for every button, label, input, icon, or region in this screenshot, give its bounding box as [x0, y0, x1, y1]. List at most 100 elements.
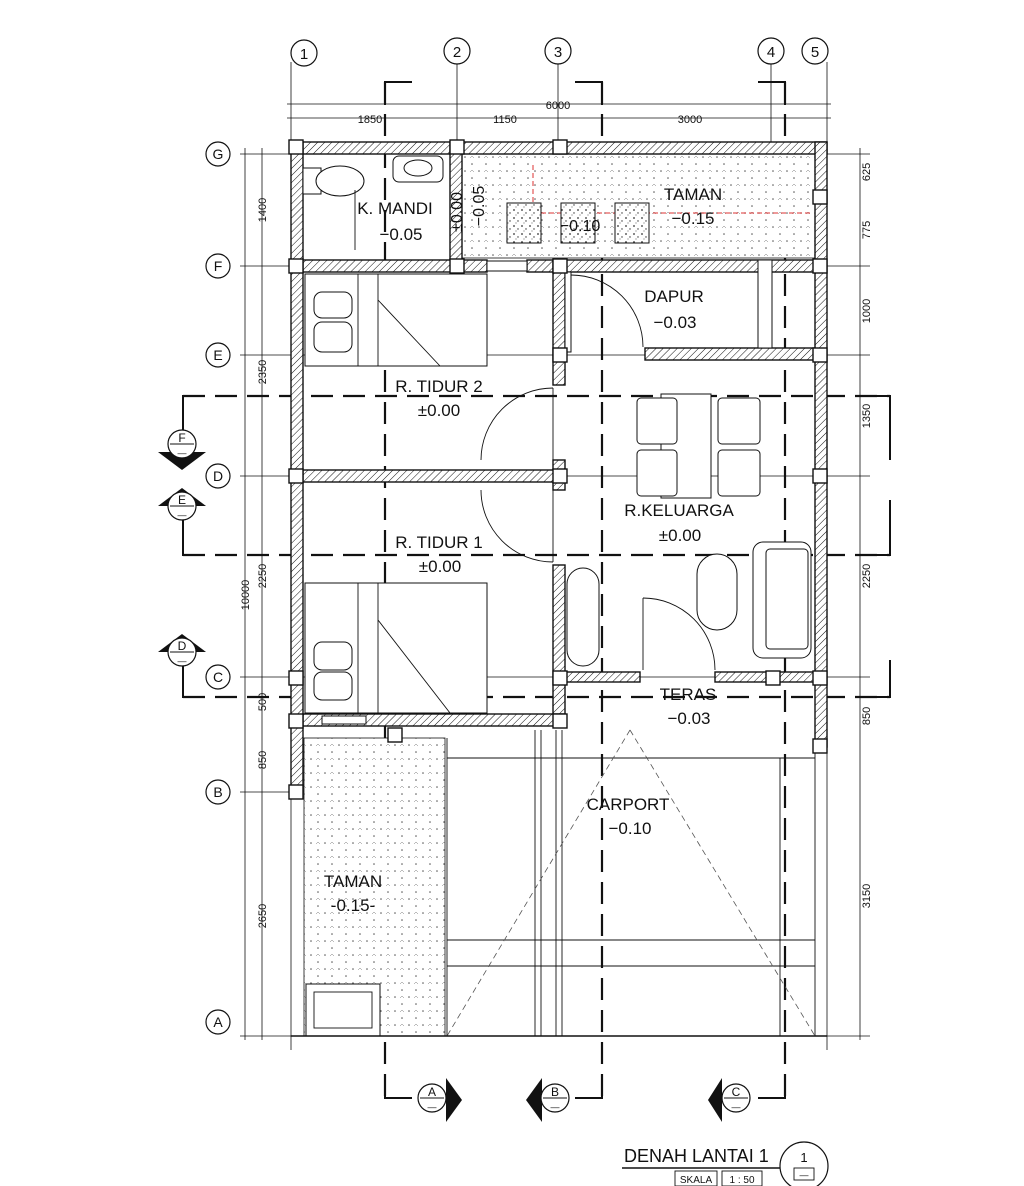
room-level-taman-bottom: -0.15- [331, 896, 375, 915]
room-name-keluarga: R.KELUARGA [624, 501, 734, 520]
room-labels: K. MANDI −0.05 ±0.00 −0.05 TAMAN −0.15 −… [324, 185, 735, 915]
planter-1 [506, 202, 542, 244]
sheet-number: 1 [800, 1150, 807, 1165]
dim-left-b-a: 2650 [257, 904, 269, 928]
grid-label-3: 3 [554, 44, 562, 61]
sheet-sub: — [800, 1170, 809, 1180]
planter-2 [560, 202, 596, 244]
title-block: DENAH LANTAI 1 SKALA 1 : 50 1 — [622, 1141, 829, 1186]
dim-left-f-d: 2350 [257, 360, 269, 384]
section-marker-e: E — [158, 488, 206, 521]
dim-width-3-5: 3000 [678, 114, 702, 126]
room-level-carport: −0.10 [608, 819, 651, 838]
grid-bubble-b: B [205, 779, 231, 805]
dim-right-6: 850 [861, 707, 873, 725]
room-level-tidur1: ±0.00 [419, 557, 461, 576]
dim-right-2: 775 [861, 221, 873, 239]
grid-bubble-a: A [205, 1009, 231, 1035]
section-label-b: B [551, 1085, 559, 1099]
grid-label-d: D [213, 468, 223, 484]
dim-right-5: 2250 [861, 564, 873, 588]
scale-value: 1 : 50 [729, 1175, 754, 1186]
dim-right-7: 3150 [861, 884, 873, 908]
section-markers-left: F — E — D — [158, 429, 206, 667]
room-name-taman-top: TAMAN [664, 185, 722, 204]
carport-structure [291, 729, 827, 1037]
dim-right-1: 625 [861, 163, 873, 181]
section-label-a: A [428, 1085, 436, 1099]
room-level-tidur2: ±0.00 [418, 401, 460, 420]
dim-left-d-c: 2250 [257, 564, 269, 588]
room-name-tidur1: R. TIDUR 1 [395, 533, 483, 552]
section-marker-b: B — [526, 1078, 570, 1122]
doors [480, 274, 716, 671]
level-kmandi-side-2: −0.05 [471, 186, 488, 227]
dim-left-c-wall: 500 [257, 693, 269, 711]
grid-label-1: 1 [300, 46, 308, 63]
dim-left-wall-b: 850 [257, 751, 269, 769]
scale-label: SKALA [680, 1175, 713, 1186]
grid-label-5: 5 [811, 44, 819, 61]
room-name-tidur2: R. TIDUR 2 [395, 377, 483, 396]
dim-right-4: 1350 [861, 404, 873, 428]
room-level-keluarga: ±0.00 [659, 526, 701, 545]
room-name-dapur: DAPUR [644, 287, 704, 306]
section-label-e: E [178, 493, 186, 507]
drawing-title: DENAH LANTAI 1 [624, 1146, 769, 1166]
grid-bubble-c: C [205, 664, 231, 690]
section-markers-bottom: A — B — C — [417, 1078, 751, 1122]
section-label-f: F [178, 431, 185, 445]
dim-width-2-3: 1150 [493, 114, 517, 126]
grid-label-c: C [213, 669, 223, 685]
dim-total-width: 6000 [546, 100, 570, 112]
room-name-carport: CARPORT [587, 795, 670, 814]
room-name-kmandi: K. MANDI [357, 199, 433, 218]
grid-bubbles: 1 2 3 4 5 G F E D C B A [205, 37, 829, 1035]
columns [288, 139, 828, 800]
grid-label-g: G [213, 146, 224, 162]
section-marker-f: F — [158, 429, 206, 470]
room-level-taman-top: −0.15 [671, 209, 714, 228]
dim-width-1-2: 1850 [358, 114, 382, 126]
room-name-teras: TERAS [660, 685, 717, 704]
outdoor-areas [303, 153, 818, 1037]
grid-bubble-5: 5 [801, 37, 829, 65]
dim-left-g-f: 1400 [257, 198, 269, 222]
grid-bubble-1: 1 [290, 39, 318, 67]
section-sub-e: — [178, 510, 187, 520]
room-level-teras: −0.03 [667, 709, 710, 728]
level-planter: −0.10 [560, 218, 601, 235]
furniture [302, 155, 812, 714]
planter-3 [614, 202, 650, 244]
section-sub-b: — [551, 1102, 560, 1112]
dim-right-3: 1000 [861, 299, 873, 323]
grid-bubble-4: 4 [757, 37, 785, 65]
grid-bubble-g: G [205, 141, 231, 167]
grid-bubble-3: 3 [544, 37, 572, 65]
section-sub-f: — [178, 448, 187, 458]
grid-label-4: 4 [767, 44, 775, 61]
planter-box [305, 983, 381, 1037]
grid-bubble-2: 2 [443, 37, 471, 65]
grid-label-2: 2 [453, 44, 461, 61]
dim-total-length: 10000 [240, 580, 252, 611]
grid-label-e: E [213, 347, 222, 363]
grid-bubble-e: E [205, 342, 231, 368]
dimension-lines: 6000 1850 1150 3000 1400 2350 2250 500 8… [240, 100, 873, 1040]
section-sub-d: — [178, 656, 187, 666]
section-marker-c: C — [708, 1078, 751, 1122]
room-level-dapur: −0.03 [653, 313, 696, 332]
level-kmandi-side-1: ±0.00 [449, 192, 466, 232]
section-marker-d: D — [158, 634, 206, 667]
section-label-c: C [732, 1085, 741, 1099]
section-sub-c: — [732, 1102, 741, 1112]
section-label-d: D [178, 639, 187, 653]
section-marker-a: A — [417, 1078, 462, 1122]
grid-label-b: B [213, 784, 222, 800]
room-name-taman-bottom: TAMAN [324, 872, 382, 891]
grid-label-a: A [213, 1014, 223, 1030]
section-sub-a: — [428, 1102, 437, 1112]
grid-bubble-d: D [205, 463, 231, 489]
grid-label-f: F [214, 258, 223, 274]
